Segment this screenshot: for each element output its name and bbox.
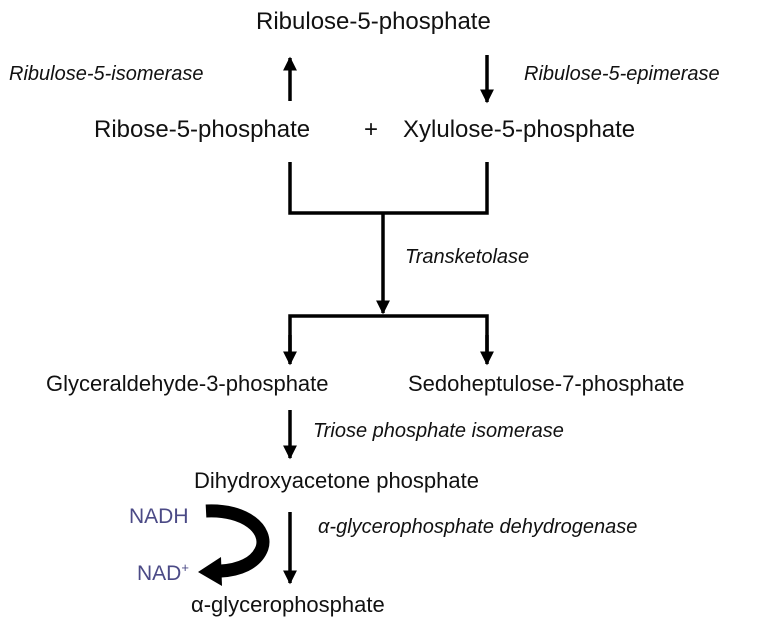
- ribulose-5-phosphate-label: Ribulose-5-phosphate: [256, 8, 491, 35]
- bracket-transketolase-output: [288, 314, 489, 362]
- dihydroxyacetone-phosphate-label: Dihydroxyacetone phosphate: [194, 468, 479, 493]
- cofactor-nad-plus: NAD+: [137, 560, 189, 586]
- cofactor-arrowhead: [198, 557, 222, 586]
- cofactor-nadh: NADH: [129, 505, 189, 528]
- sedoheptulose-7-phosphate-label: Sedoheptulose-7-phosphate: [408, 371, 685, 396]
- enzyme-triose-phosphate-isomerase: Triose phosphate isomerase: [313, 420, 564, 442]
- xylulose-5-phosphate-label: Xylulose-5-phosphate: [403, 116, 636, 143]
- enzyme-alpha-glycerophosphate-dehydrogenase: α-glycerophosphate dehydrogenase: [318, 516, 638, 538]
- cofactor-curved-arrow: [205, 504, 270, 578]
- cofactor-nad-superscript: +: [181, 560, 189, 575]
- glyceraldehyde-3-phosphate-label: Glyceraldehyde-3-phosphate: [46, 371, 329, 396]
- bracket-transketolase-input: [288, 162, 489, 215]
- plus-sign: +: [364, 116, 379, 143]
- enzyme-ribulose-5-isomerase: Ribulose-5-isomerase: [9, 63, 204, 85]
- ribose-5-phosphate-label: Ribose-5-phosphate: [94, 116, 311, 143]
- enzyme-ribulose-5-epimerase: Ribulose-5-epimerase: [524, 63, 720, 85]
- alpha-glycerophosphate-label: α-glycerophosphate: [191, 592, 385, 617]
- cofactor-nad-base: NAD: [137, 562, 182, 585]
- enzyme-transketolase: Transketolase: [405, 246, 530, 268]
